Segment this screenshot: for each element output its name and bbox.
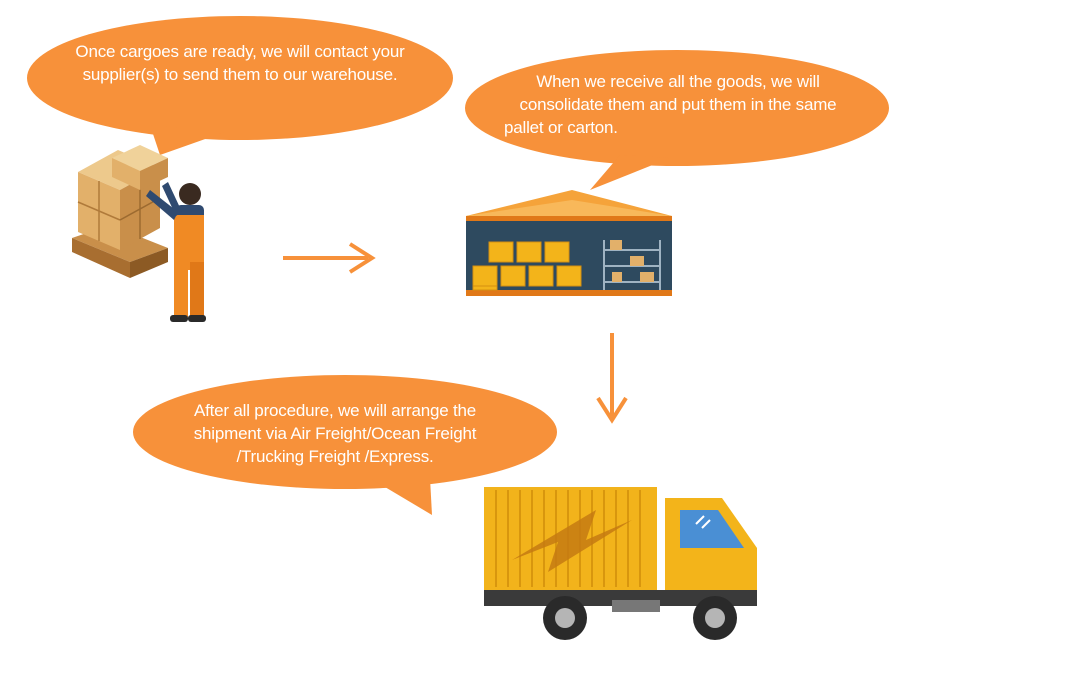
bubble-line: consolidate them and put them in the sam… <box>519 95 837 114</box>
arrow-down-icon <box>596 333 628 424</box>
warehouse-bubble-text: When we receive all the goods, we will c… <box>488 70 868 139</box>
warehouse-icon <box>466 190 672 296</box>
bubble-line: supplier(s) to send them to our warehous… <box>82 65 398 84</box>
worker-with-boxes-icon <box>72 145 206 322</box>
bubble-line: shipment via Air Freight/Ocean Freight <box>193 424 477 443</box>
bubble-line: When we receive all the goods, we will <box>536 72 820 91</box>
bubble-line: After all procedure, we will arrange the <box>193 401 477 420</box>
bubble-line: pallet or carton. <box>504 118 618 137</box>
speech-bubble-warehouse <box>465 50 889 190</box>
speech-bubble-shipment <box>133 375 557 515</box>
truck-icon <box>484 487 757 640</box>
shipment-bubble-text: After all procedure, we will arrange the… <box>150 399 520 468</box>
bubble-line: /Trucking Freight /Express. <box>236 447 434 466</box>
supplier-bubble-text: Once cargoes are ready, we will contact … <box>50 40 430 86</box>
speech-bubble-supplier <box>27 16 453 155</box>
arrow-right-icon <box>283 242 376 274</box>
bubble-line: Once cargoes are ready, we will contact … <box>75 42 405 61</box>
